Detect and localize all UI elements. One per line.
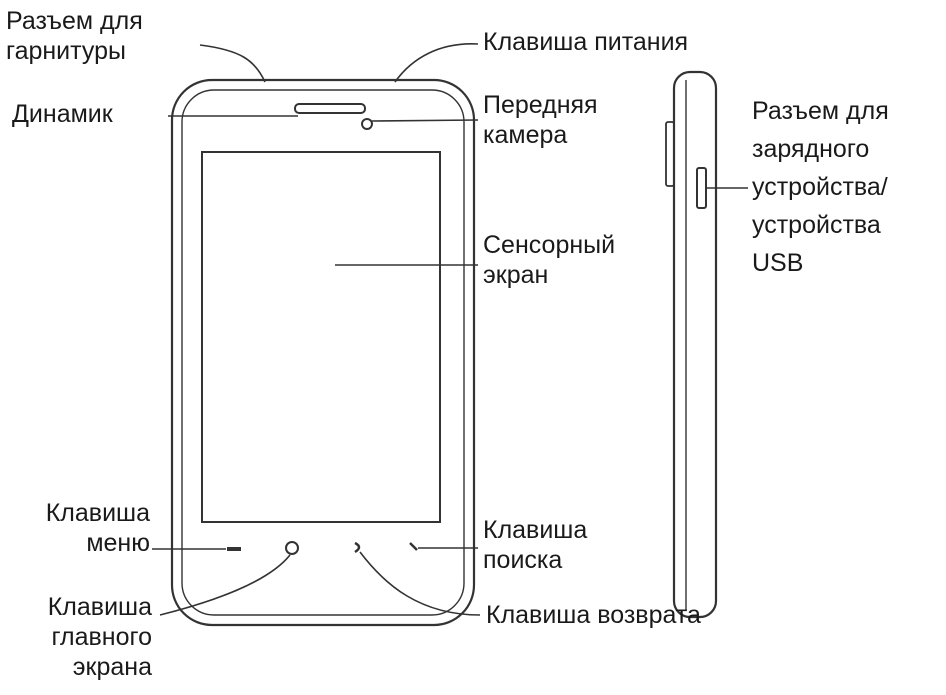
label-home-key: Клавиша главного экрана xyxy=(47,593,152,681)
label-headset-jack: Разъем для гарнитуры xyxy=(6,7,143,65)
label-speaker: Динамик xyxy=(12,100,113,128)
side-power-button xyxy=(665,121,675,187)
label-back-key: Клавиша возврата xyxy=(486,601,701,629)
leader-front-camera xyxy=(371,119,479,122)
back-key-glyph xyxy=(354,541,361,554)
label-search-key: Клавиша поиска xyxy=(483,516,588,574)
phone-side-body xyxy=(672,70,718,619)
leader-power-key xyxy=(394,43,479,83)
speaker-grille xyxy=(294,103,366,114)
leader-headset-jack xyxy=(199,44,266,83)
touch-screen-area xyxy=(201,151,441,523)
usb-port-glyph xyxy=(696,167,707,209)
label-touch-screen: Сенсорный экран xyxy=(483,231,616,289)
label-charger-usb-jack: Разъем для зарядного устройства/ устройс… xyxy=(752,97,889,277)
home-key-glyph xyxy=(285,541,299,555)
front-camera-lens xyxy=(361,118,373,130)
label-front-camera: Передняя камера xyxy=(483,91,598,149)
label-power-key: Клавиша питания xyxy=(483,28,689,56)
label-menu-key: Клавиша меню xyxy=(45,499,150,557)
phone-body-inner xyxy=(181,89,465,616)
leader-back-key xyxy=(359,551,481,616)
search-key-glyph xyxy=(409,542,418,551)
leader-home-key xyxy=(159,554,291,616)
phone-body-outer xyxy=(170,78,476,627)
